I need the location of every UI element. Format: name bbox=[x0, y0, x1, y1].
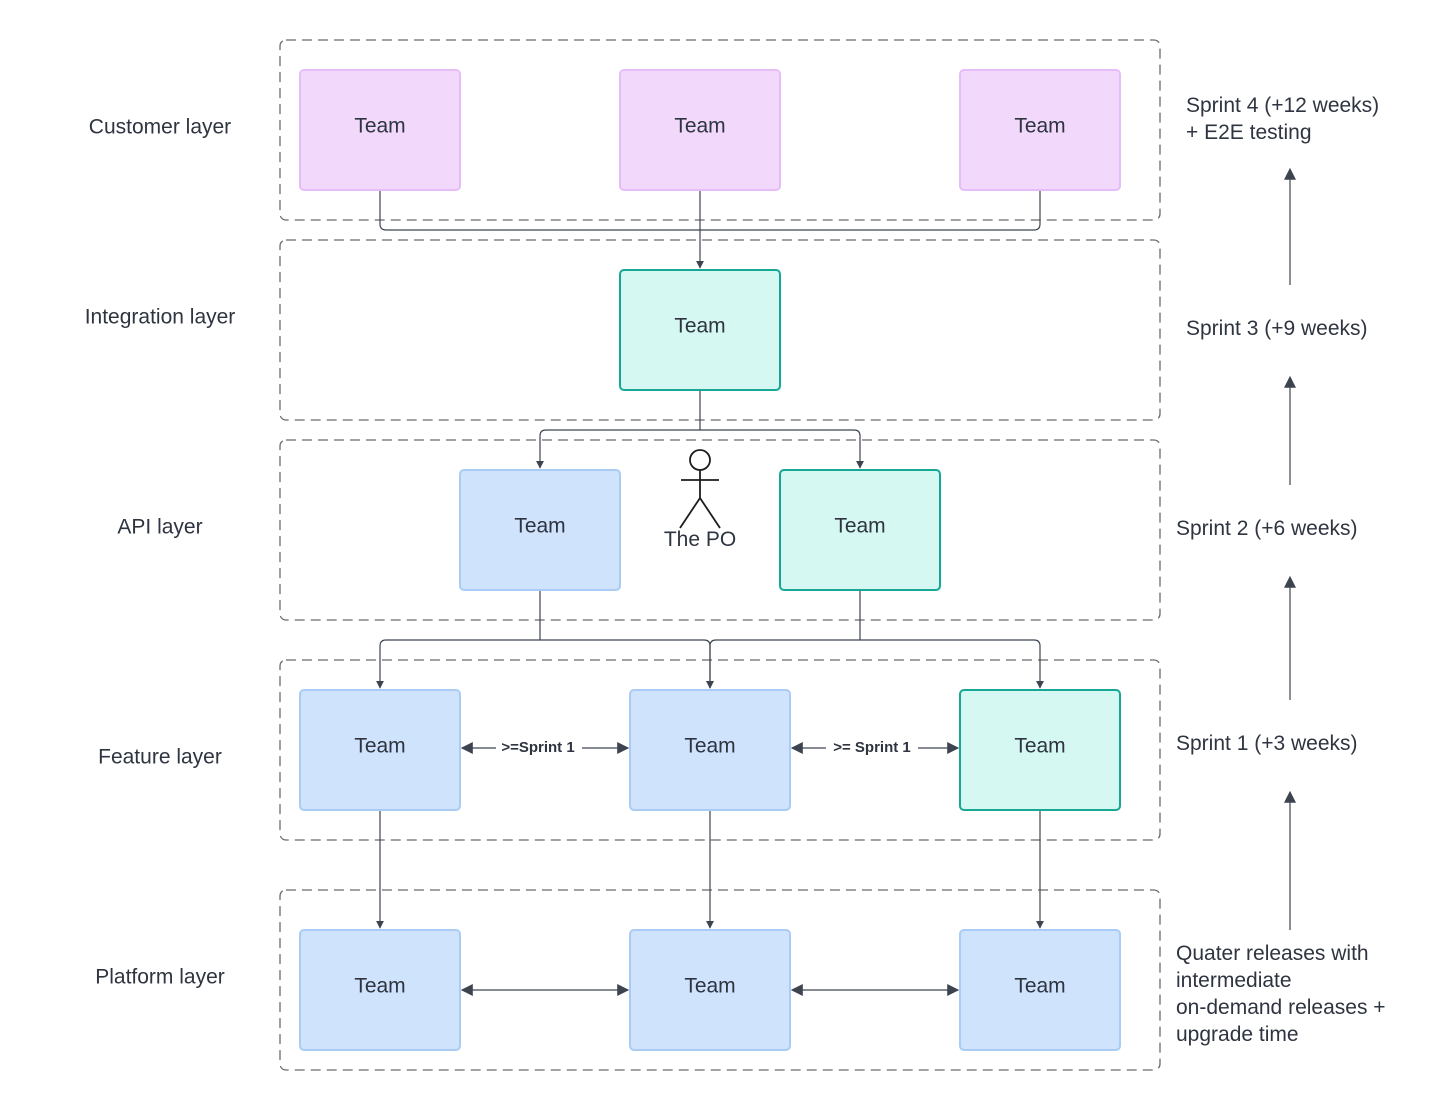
platform-layer-label: Platform layer bbox=[95, 966, 225, 989]
customer-team-label-1: Team bbox=[354, 115, 405, 138]
dependency-label-bg-left bbox=[496, 738, 582, 758]
product-owner-icon bbox=[679, 449, 721, 529]
feature-layer-frame bbox=[279, 659, 1161, 841]
po-body bbox=[679, 470, 721, 529]
sprint4-note-line1: Sprint 4 (+12 weeks) bbox=[1186, 94, 1379, 117]
platform-note-line1: Quater releases with bbox=[1176, 942, 1369, 965]
customer-team-box-2 bbox=[619, 69, 781, 191]
api-team-label-2: Team bbox=[834, 515, 885, 538]
connector-api-right-to-feature-right bbox=[860, 639, 1044, 689]
integration-team-label: Team bbox=[674, 315, 725, 338]
po-label: The PO bbox=[664, 528, 736, 551]
customer-layer-frame bbox=[279, 39, 1161, 221]
feature-team-label-1: Team bbox=[354, 735, 405, 758]
sprint4-note-line2: + E2E testing bbox=[1186, 121, 1312, 144]
platform-note-line2: intermediate bbox=[1176, 969, 1292, 992]
connector-api-left-to-feature-middle bbox=[540, 639, 714, 689]
platform-team-label-3: Team bbox=[1014, 975, 1065, 998]
api-layer-frame bbox=[279, 439, 1161, 621]
connector-customer-3 bbox=[700, 190, 1041, 231]
connector-api-right-to-feature-middle bbox=[706, 590, 861, 689]
customer-layer-label: Customer layer bbox=[89, 116, 231, 139]
platform-layer-frame bbox=[279, 889, 1161, 1071]
sprint2-note: Sprint 2 (+6 weeks) bbox=[1176, 517, 1358, 540]
connector-integration-to-api-right bbox=[700, 429, 864, 469]
customer-team-box-3 bbox=[959, 69, 1121, 191]
feature-team-box-2 bbox=[629, 689, 791, 811]
platform-team-box-1 bbox=[299, 929, 461, 1051]
dependency-label-left: >=Sprint 1 bbox=[501, 739, 574, 756]
integration-team-box bbox=[619, 269, 781, 391]
feature-layer-label: Feature layer bbox=[98, 746, 222, 769]
platform-team-label-2: Team bbox=[684, 975, 735, 998]
sprint1-note: Sprint 1 (+3 weeks) bbox=[1176, 732, 1358, 755]
integration-layer-label: Integration layer bbox=[85, 306, 236, 329]
platform-note-line4: upgrade time bbox=[1176, 1023, 1299, 1046]
customer-team-label-2: Team bbox=[674, 115, 725, 138]
feature-team-box-3 bbox=[959, 689, 1121, 811]
feature-team-box-1 bbox=[299, 689, 461, 811]
customer-team-label-3: Team bbox=[1014, 115, 1065, 138]
connector-integration-to-api-left bbox=[536, 390, 701, 469]
po-head bbox=[689, 449, 711, 471]
api-team-label-1: Team bbox=[514, 515, 565, 538]
platform-team-box-2 bbox=[629, 929, 791, 1051]
feature-team-label-2: Team bbox=[684, 735, 735, 758]
sprint3-note: Sprint 3 (+9 weeks) bbox=[1186, 317, 1368, 340]
feature-team-label-3: Team bbox=[1014, 735, 1065, 758]
dependency-label-bg-right bbox=[826, 738, 918, 758]
dependency-label-right: >= Sprint 1 bbox=[833, 739, 911, 756]
platform-team-box-3 bbox=[959, 929, 1121, 1051]
api-team-box-2 bbox=[779, 469, 941, 591]
platform-note-line3: on-demand releases + bbox=[1176, 996, 1386, 1019]
connector-customer-1 bbox=[379, 190, 700, 231]
api-team-box-1 bbox=[459, 469, 621, 591]
integration-layer-frame bbox=[279, 239, 1161, 421]
customer-team-box-1 bbox=[299, 69, 461, 191]
api-layer-label: API layer bbox=[117, 516, 202, 539]
connector-api-left-to-feature-left bbox=[376, 590, 541, 689]
platform-team-label-1: Team bbox=[354, 975, 405, 998]
